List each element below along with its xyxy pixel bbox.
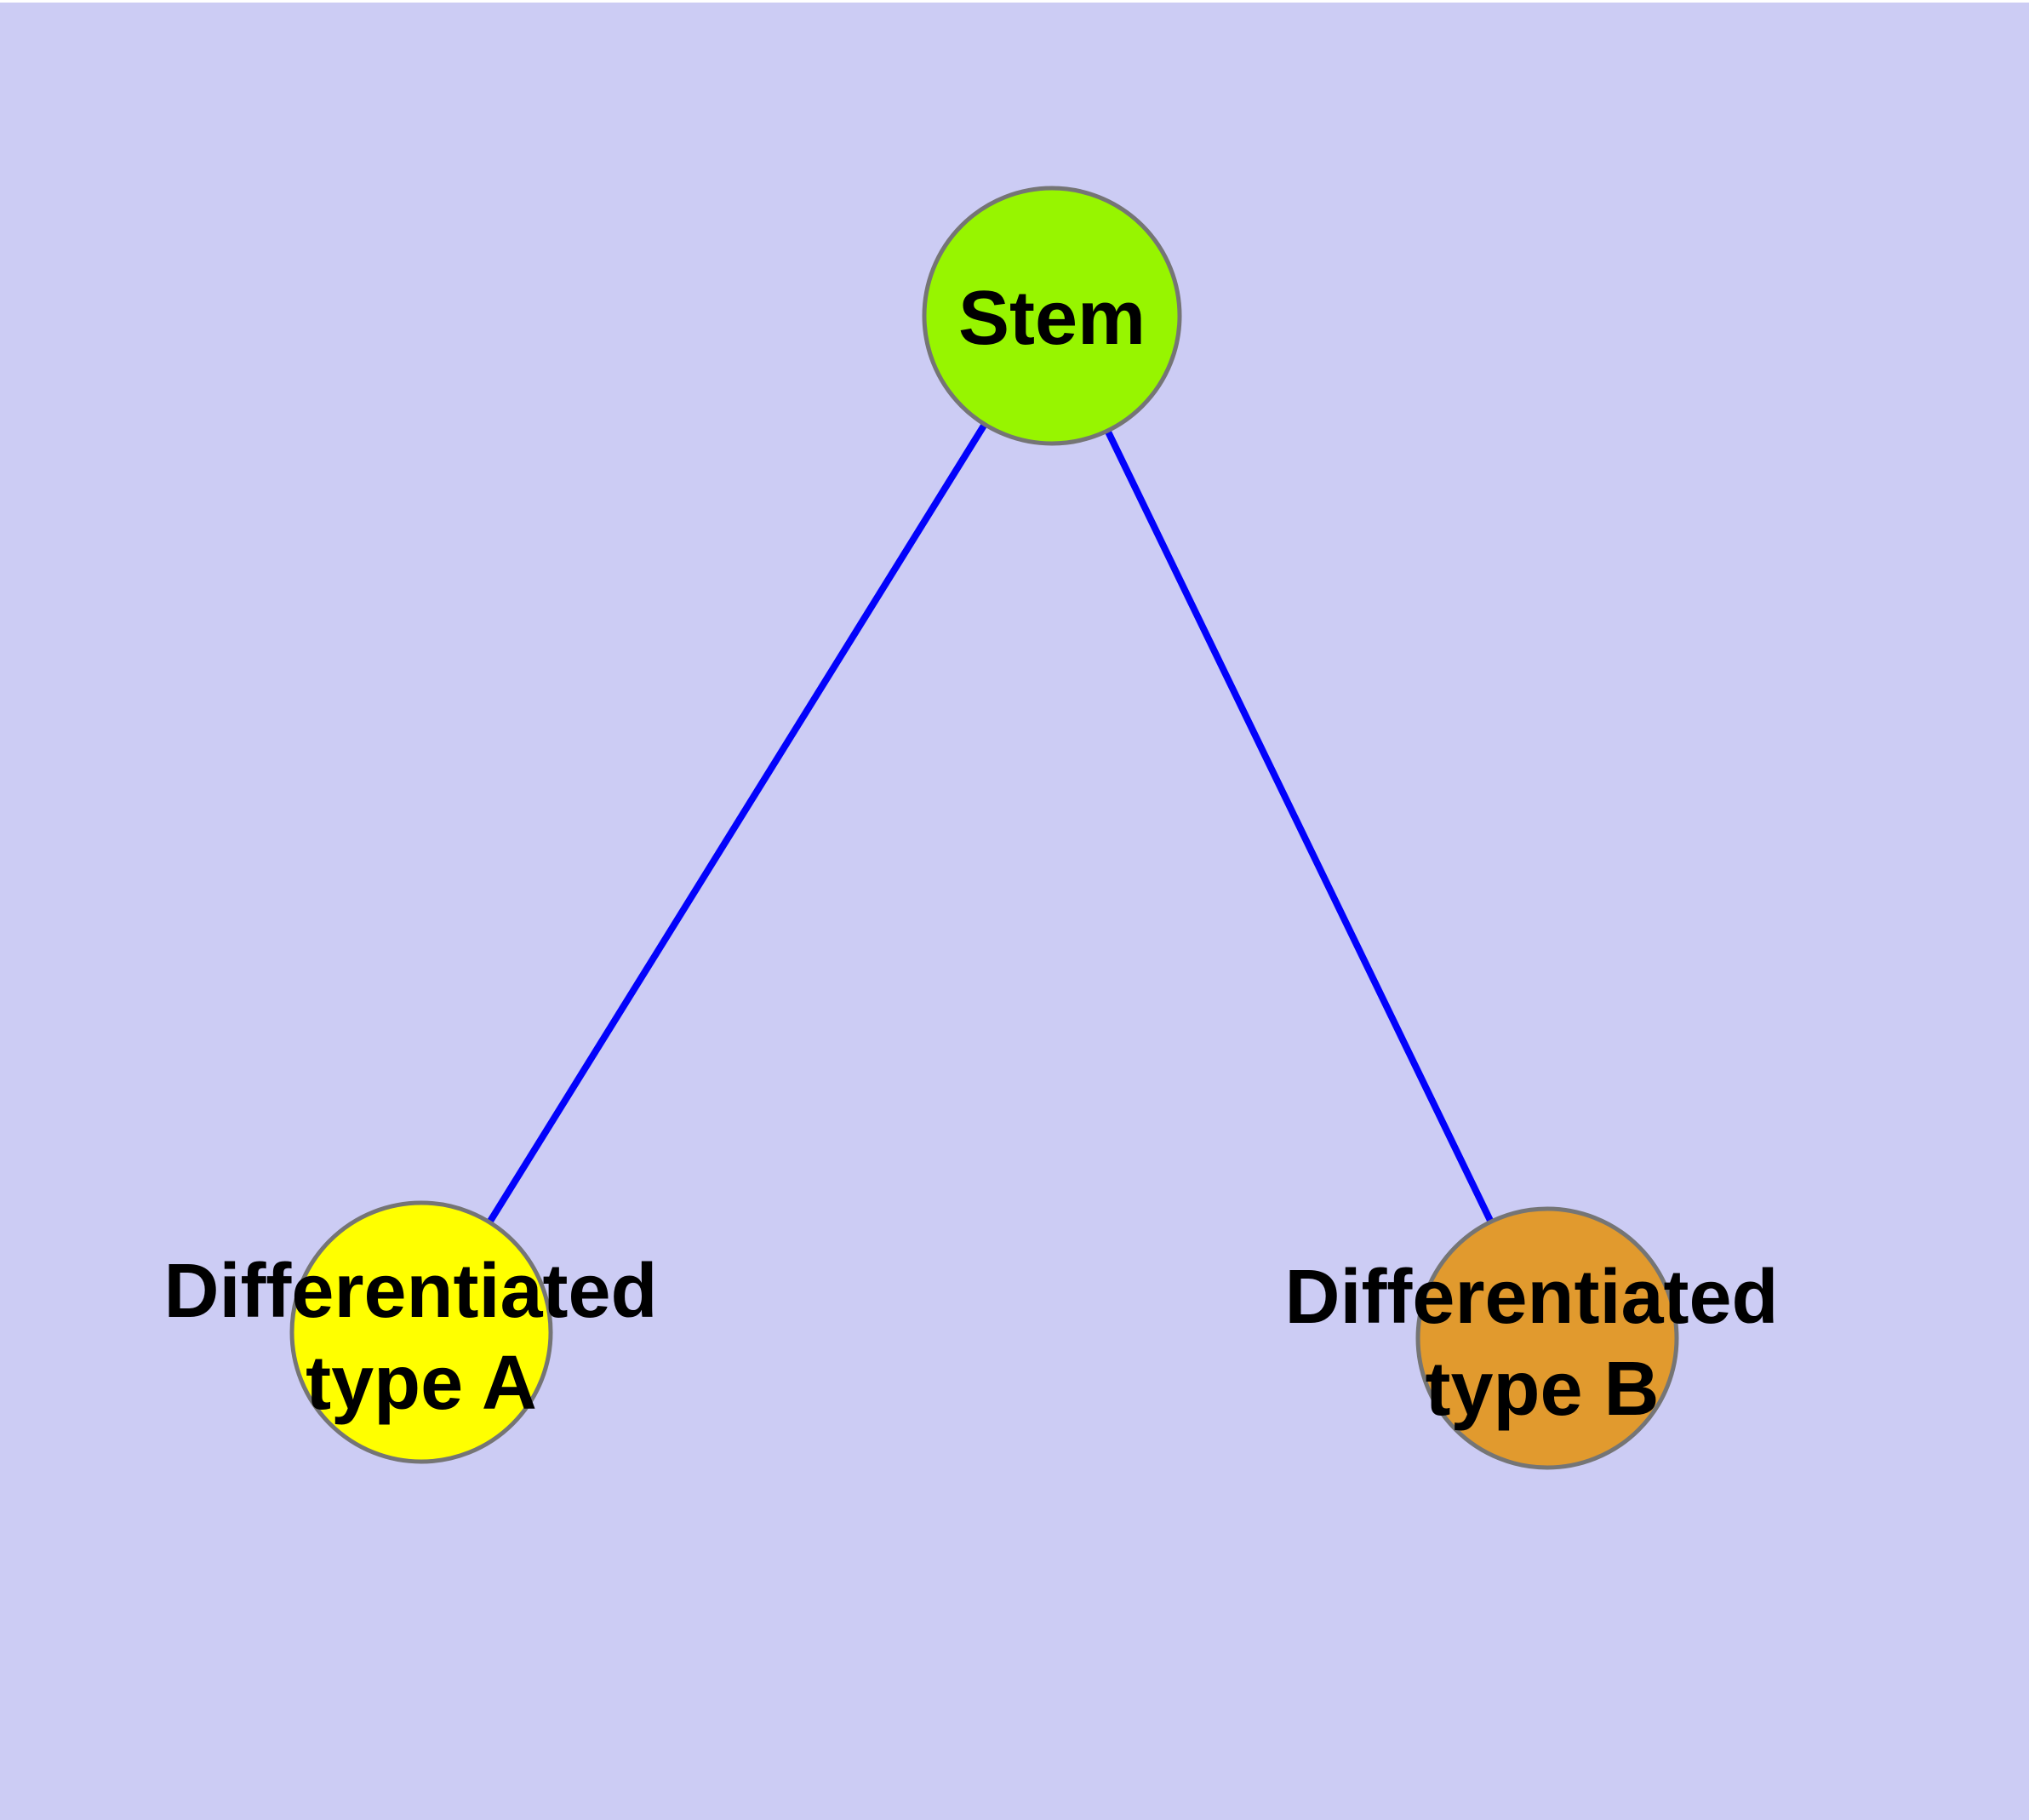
top-margin-strip bbox=[0, 0, 2029, 3]
node-stem bbox=[922, 186, 1182, 446]
node-labels: Stem Differentiated type A Differentiate… bbox=[163, 276, 1799, 1432]
edge-stem-to-type-b bbox=[1049, 314, 1551, 1340]
node-type-b-label: Differentiated type B bbox=[1284, 1255, 1799, 1432]
node-type-a-label-line2: type A bbox=[306, 1341, 537, 1426]
node-type-b-label-line1: Differentiated bbox=[1284, 1255, 1778, 1340]
node-stem-label: Stem bbox=[958, 276, 1146, 361]
node-type-a-label-line1: Differentiated bbox=[163, 1249, 657, 1334]
node-type-a-label: Differentiated type A bbox=[163, 1249, 678, 1426]
node-differentiated-type-b bbox=[1415, 1206, 1679, 1470]
node-differentiated-type-a bbox=[289, 1200, 553, 1464]
node-type-b-label-line2: type B bbox=[1425, 1347, 1659, 1432]
edge-stem-to-type-a bbox=[418, 313, 1055, 1335]
